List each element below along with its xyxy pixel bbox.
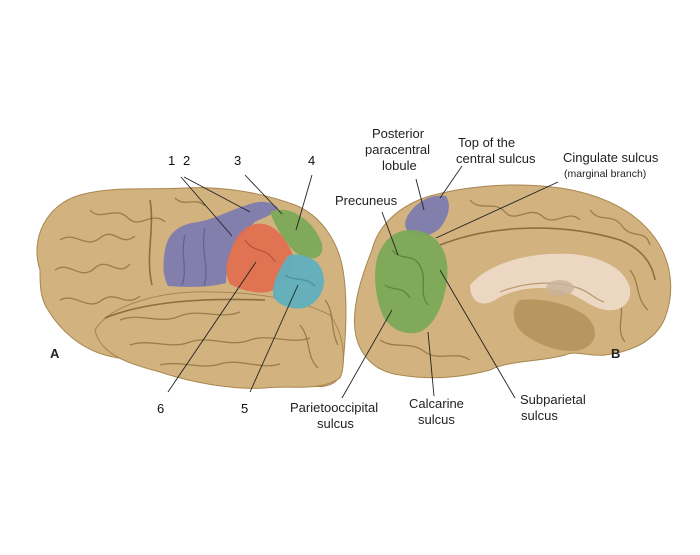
- region-green-medial: [375, 230, 448, 334]
- corpus-callosum: [470, 253, 631, 311]
- diencephalon: [513, 299, 596, 351]
- label-calcarine-sulcus-line1: Calcarine: [409, 396, 464, 411]
- label-number-1: 1: [168, 153, 175, 168]
- region-red-lateral: [226, 223, 294, 293]
- medial-brain-view: Posterior paracentral lobule Top of the …: [290, 126, 672, 431]
- label-parietooccipital-sulcus-line2: sulcus: [317, 416, 354, 431]
- panel-letter-b: B: [611, 346, 620, 361]
- label-posterior-paracentral-lobule-line2: paracentral: [365, 142, 430, 157]
- panel-letter-a: A: [50, 346, 60, 361]
- label-subparietal-sulcus-line2: sulcus: [521, 408, 558, 423]
- region-purple-medial: [405, 195, 449, 236]
- label-number-6: 6: [157, 401, 164, 416]
- label-posterior-paracentral-lobule-line1: Posterior: [372, 126, 425, 141]
- label-parietooccipital-sulcus-line1: Parietooccipital: [290, 400, 378, 415]
- label-subparietal-sulcus-line1: Subparietal: [520, 392, 586, 407]
- label-number-2: 2: [183, 153, 190, 168]
- region-cyan-lateral: [272, 254, 324, 309]
- label-cingulate-sulcus-line2: (marginal branch): [564, 168, 646, 180]
- label-cingulate-sulcus-line1: Cingulate sulcus: [563, 150, 659, 165]
- label-number-5: 5: [241, 401, 248, 416]
- temporal-lobe: [94, 291, 344, 389]
- label-posterior-paracentral-lobule-line3: lobule: [382, 158, 417, 173]
- region-purple-lateral: [163, 201, 278, 287]
- label-calcarine-sulcus-line2: sulcus: [418, 412, 455, 427]
- label-number-4: 4: [308, 153, 315, 168]
- lateral-brain-view: 1 2 3 4 5 6 A: [36, 153, 347, 416]
- region-green-lateral: [270, 209, 323, 259]
- label-top-central-sulcus-line2: central sulcus: [456, 151, 536, 166]
- label-precuneus: Precuneus: [335, 193, 398, 208]
- label-number-3: 3: [234, 153, 241, 168]
- label-top-central-sulcus-line1: Top of the: [458, 135, 515, 150]
